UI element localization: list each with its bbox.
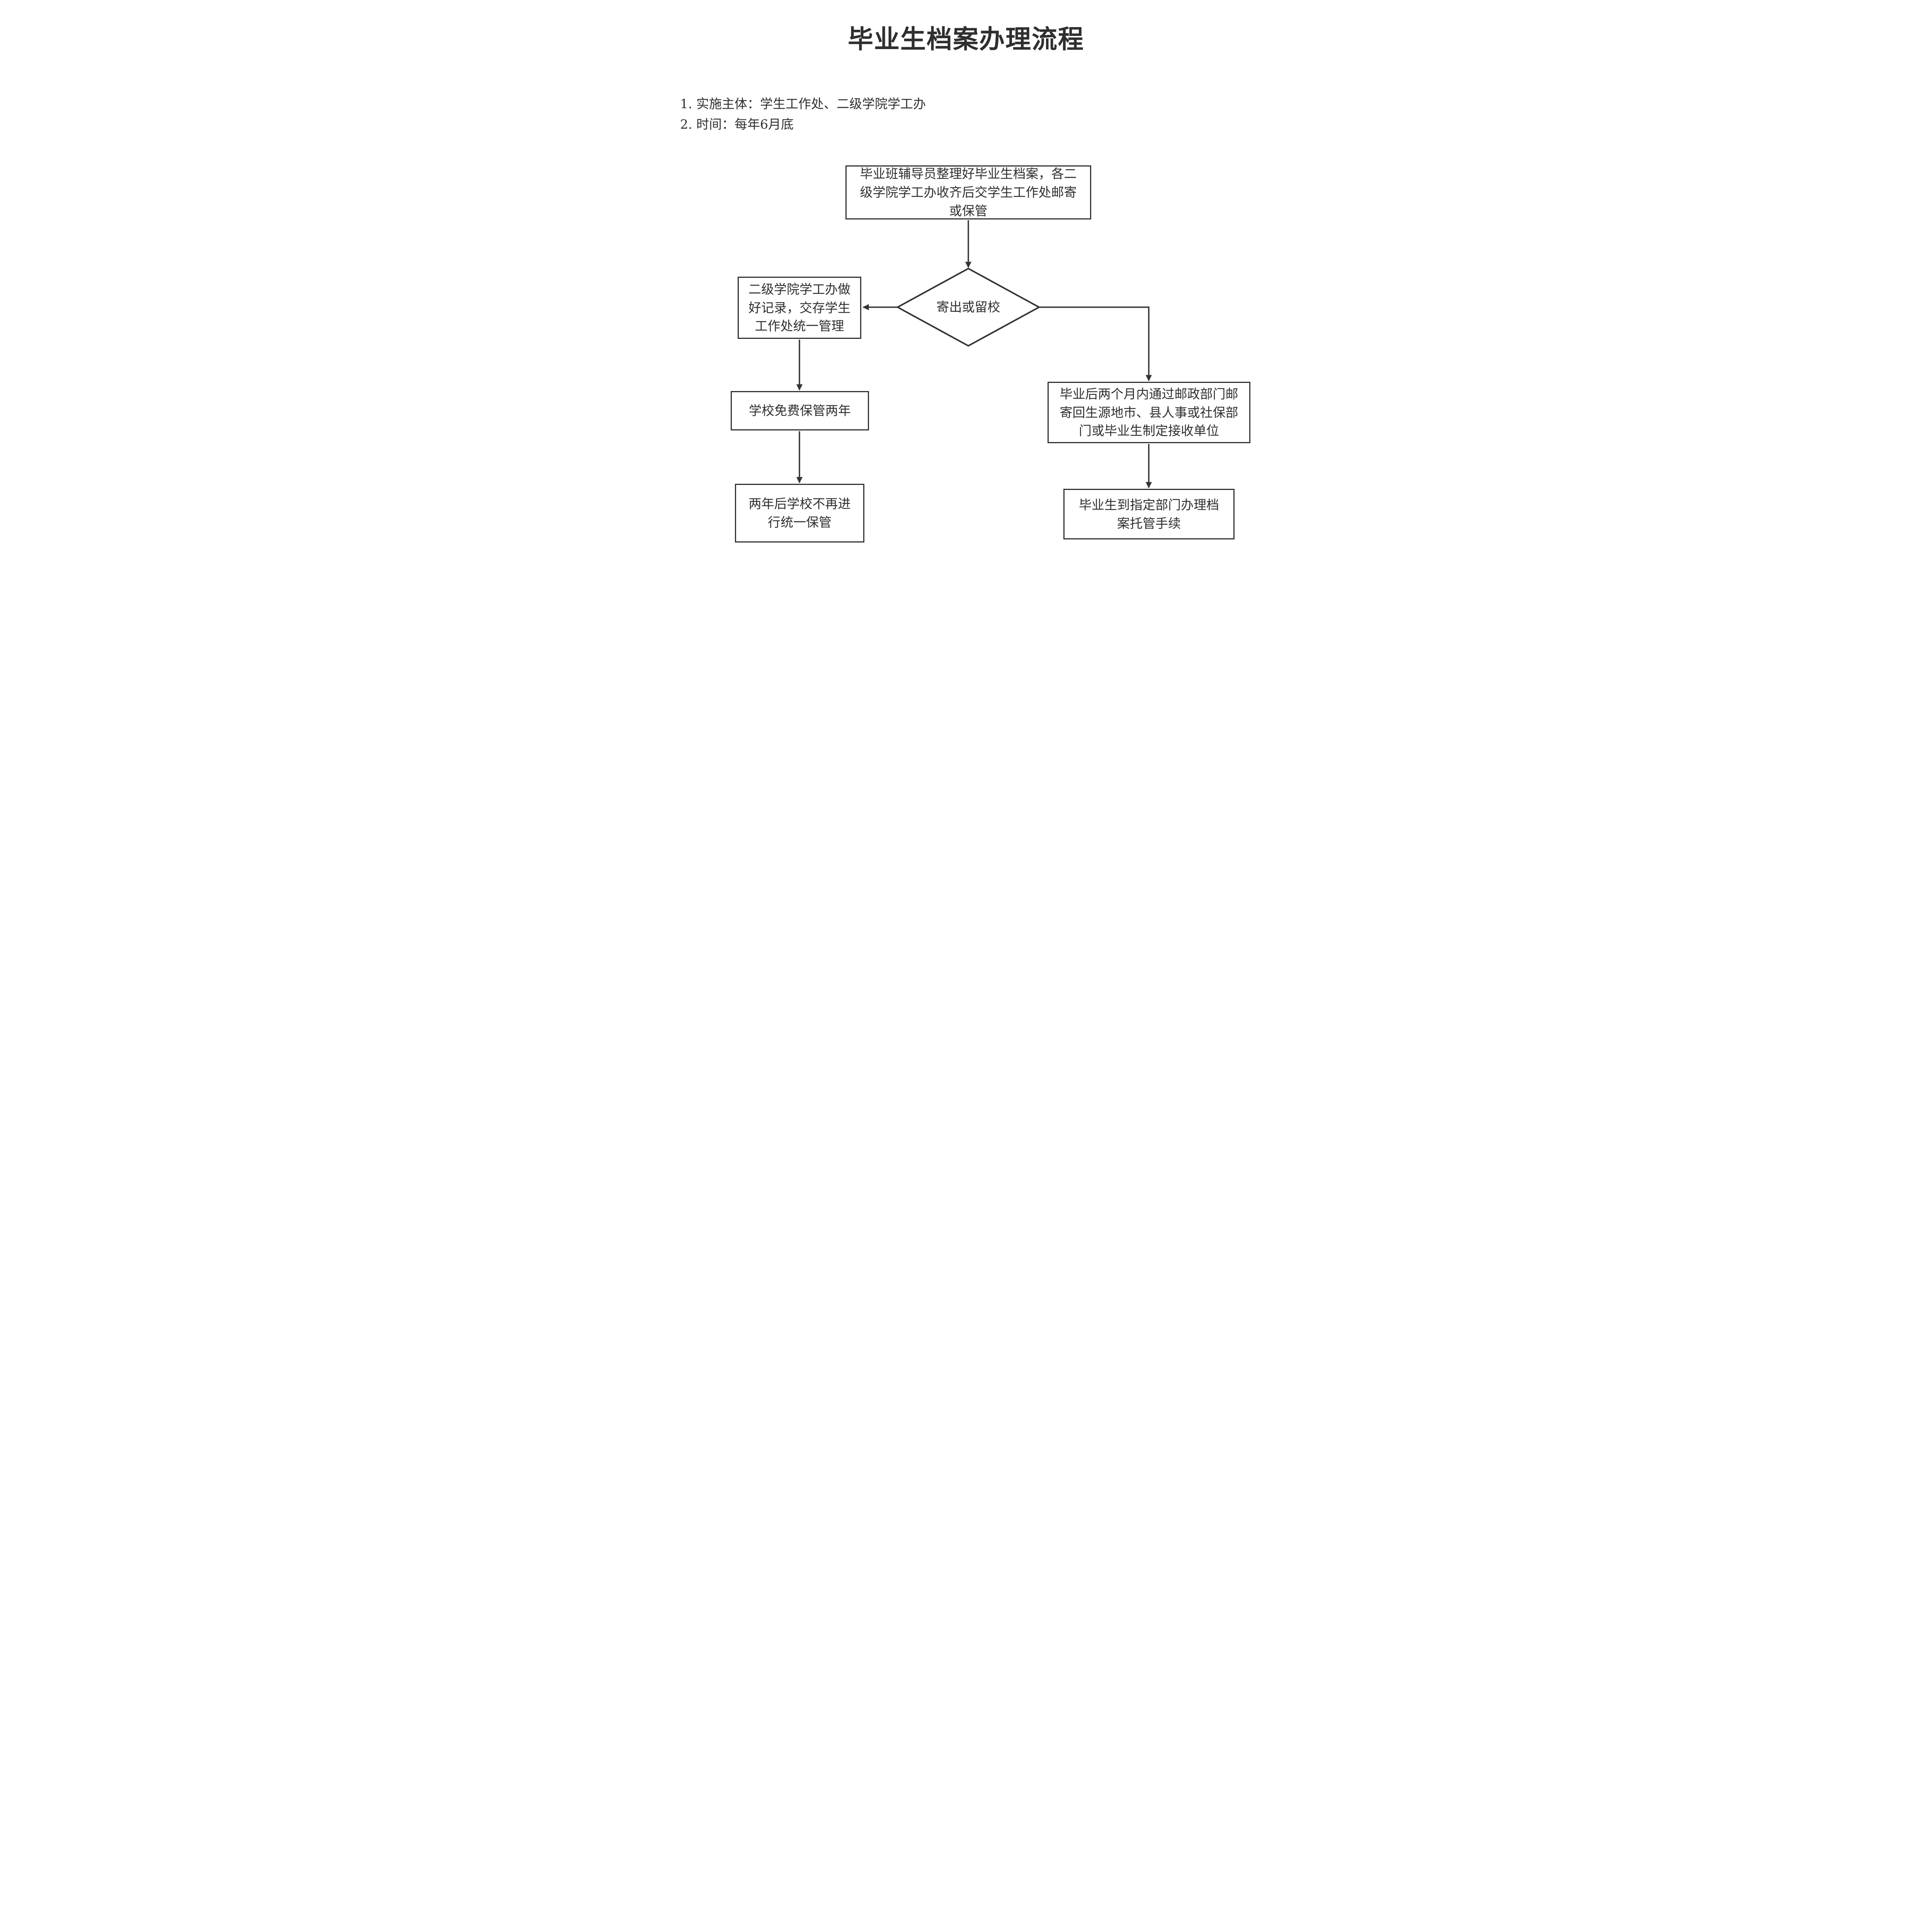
flowchart-canvas: 毕业生档案办理流程 1. 实施主体：学生工作处、二级学院学工办 2. 时间：每年… <box>663 0 1269 559</box>
connector-decision-to-mail-back <box>1039 306 1152 381</box>
flow-node-trusteeship: 毕业生到指定部门办理档 案托管手续 <box>1063 489 1235 539</box>
flow-node-keep-record: 二级学院学工办做 好记录，交存学生 工作处统一管理 <box>738 277 861 339</box>
flow-node-keep-two-years: 学校免费保管两年 <box>731 391 869 430</box>
decision-diamond-shape <box>896 267 1041 347</box>
flow-node-no-longer-keep: 两年后学校不再进 行统一保管 <box>735 484 864 543</box>
flow-node-start: 毕业班辅导员整理好毕业生档案，各二 级学院学工办收齐后交学生工作处邮寄 或保管 <box>845 165 1091 219</box>
note-line-2: 2. 时间：每年6月底 <box>680 116 794 132</box>
note-line-1: 1. 实施主体：学生工作处、二级学院学工办 <box>680 96 926 111</box>
flow-node-decision-label: 寄出或留校 <box>936 299 1000 315</box>
flowchart-connectors <box>796 220 1152 488</box>
flow-node-mail-back: 毕业后两个月内通过邮政部门邮 寄回生源地市、县人事或社保部 门或毕业生制定接收单… <box>1048 382 1250 443</box>
notes-block: 1. 实施主体：学生工作处、二级学院学工办 2. 时间：每年6月底 <box>680 94 926 135</box>
page-title: 毕业生档案办理流程 <box>848 24 1084 54</box>
